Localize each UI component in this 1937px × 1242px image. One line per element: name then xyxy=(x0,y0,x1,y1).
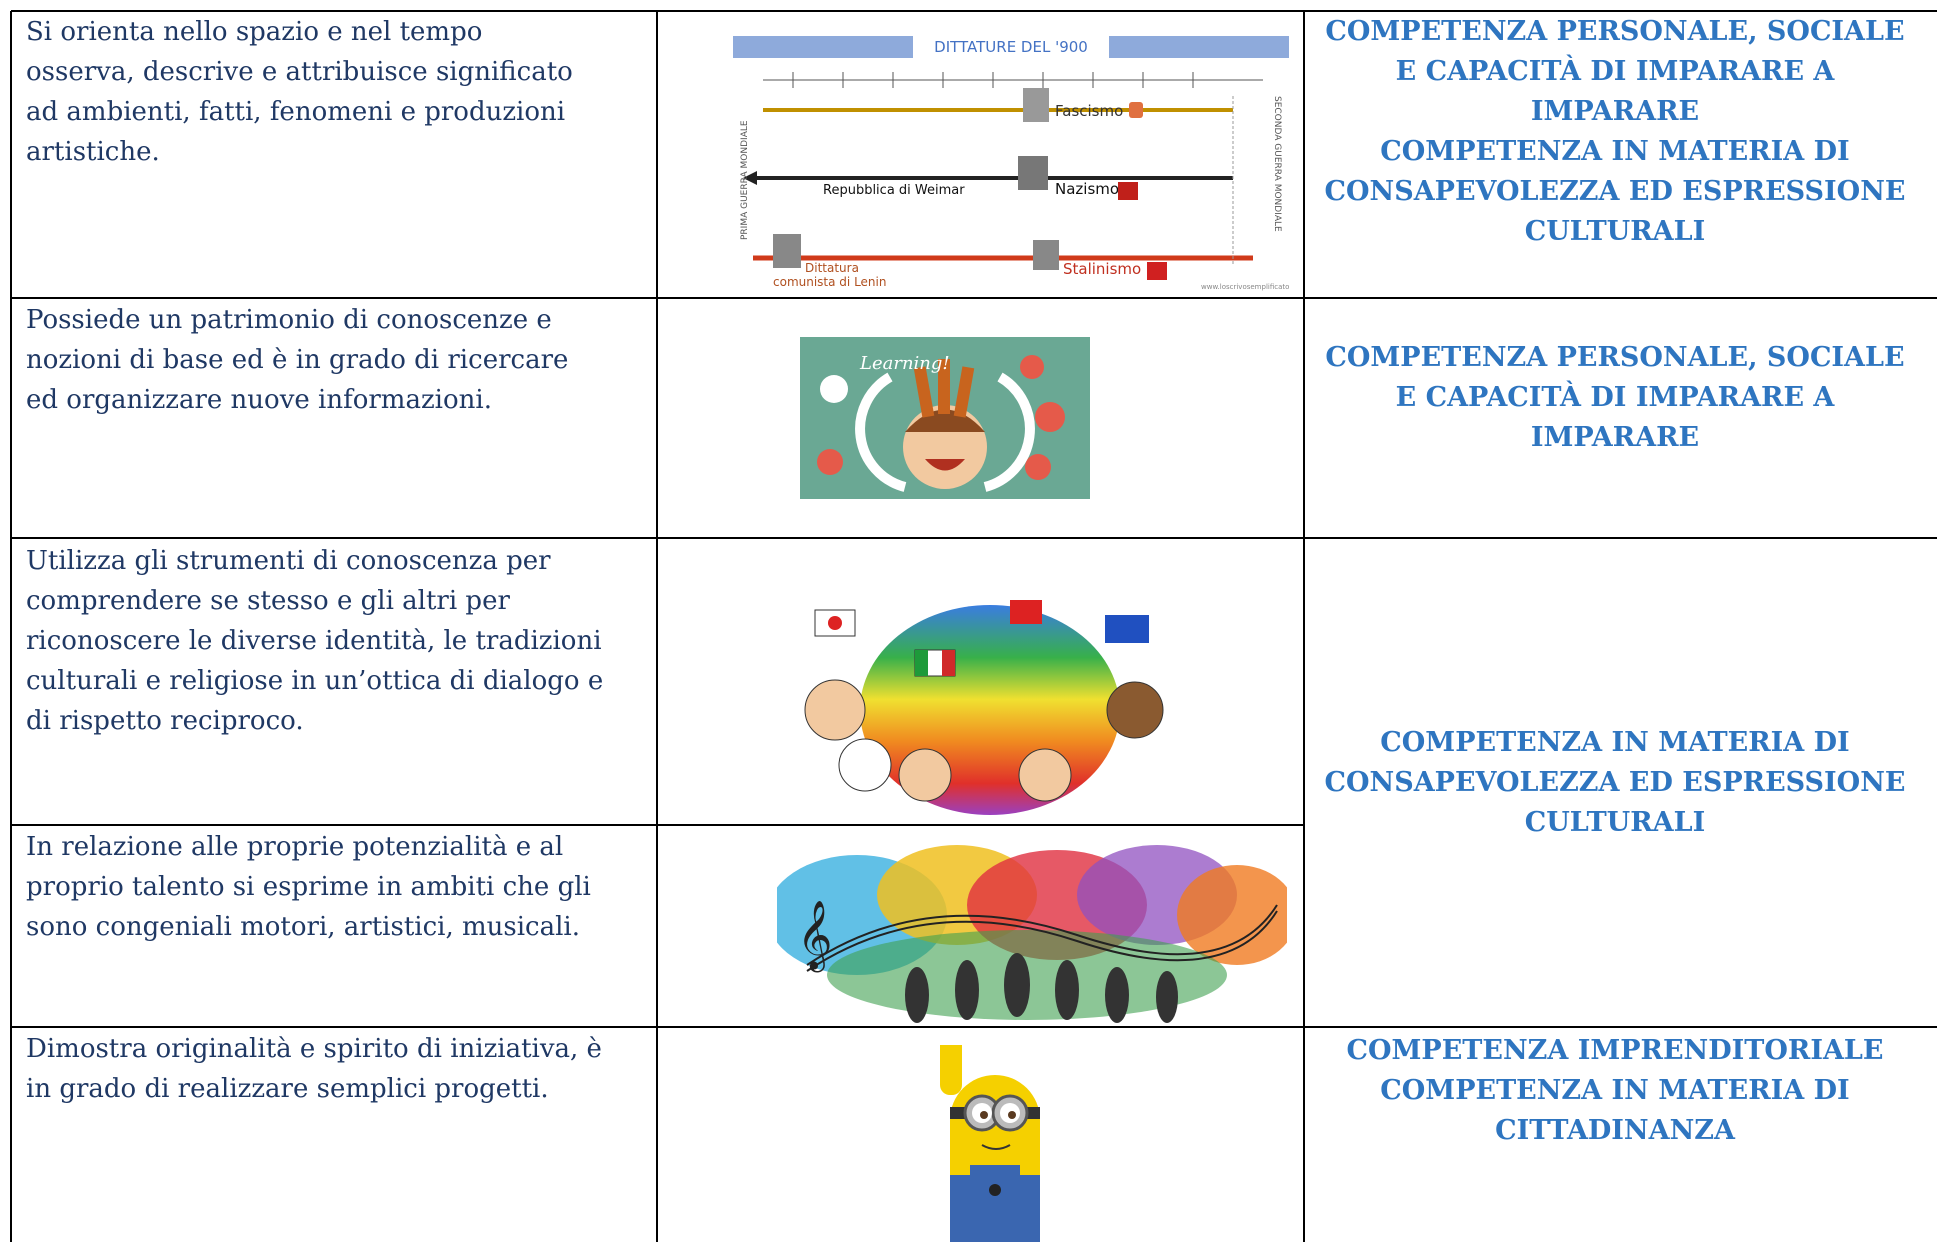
competence-line: CULTURALI xyxy=(1524,807,1706,838)
row-2-competences: COMPETENZA PERSONALE, SOCIALE E CAPACITÀ… xyxy=(1305,338,1925,458)
dictatorships-timeline-image: DITTATURE DEL '900 Fascismo Repubblica d… xyxy=(733,36,1289,292)
row-2-line: nozioni di base ed è in grado di ricerca… xyxy=(26,345,569,375)
timeline-graphic: DITTATURE DEL '900 Fascismo Repubblica d… xyxy=(733,36,1289,291)
competence-line: IMPARARE xyxy=(1530,422,1700,453)
sports-music-illustration: 𝄞 xyxy=(777,845,1287,1025)
minion-illustration xyxy=(940,1045,1040,1242)
lenin-label-2: comunista di Lenin xyxy=(773,275,886,289)
competence-line: E CAPACITÀ DI IMPARARE A xyxy=(1395,382,1835,413)
competence-line: CONSAPEVOLEZZA ED ESPRESSIONE xyxy=(1324,176,1906,207)
row-2-line: ed organizzare nuove informazioni. xyxy=(26,385,492,415)
competence-line: CULTURALI xyxy=(1524,216,1706,247)
row-4-line: sono congeniali motori, artistici, music… xyxy=(26,912,581,942)
minion-image xyxy=(920,1045,1060,1242)
row-1-competences: COMPETENZA PERSONALE, SOCIALE E CAPACITÀ… xyxy=(1305,12,1925,252)
competence-line: COMPETENZA PERSONALE, SOCIALE xyxy=(1325,342,1905,373)
learning-illustration: Learning! xyxy=(817,353,1065,492)
row-2-description: Possiede un patrimonio di conoscenze e n… xyxy=(26,300,568,420)
row-1-line: osserva, descrive e attribuisce signific… xyxy=(26,57,573,87)
row-4-line: proprio talento si esprime in ambiti che… xyxy=(26,872,591,902)
row-3-line: riconoscere le diverse identità, le trad… xyxy=(26,626,602,656)
competence-line: COMPETENZA IMPRENDITORIALE xyxy=(1346,1035,1884,1066)
children-globe-image xyxy=(795,590,1185,820)
row-5-line: in grado di realizzare semplici progetti… xyxy=(26,1074,549,1104)
row-3-line: culturali e religiose in un’ottica di di… xyxy=(26,666,604,696)
svg-text:𝄞: 𝄞 xyxy=(797,900,832,972)
source-label: www.loscrivosemplificato.com xyxy=(1201,283,1289,291)
competence-line: IMPARARE xyxy=(1530,96,1700,127)
row-1-description: Si orienta nello spazio e nel tempo osse… xyxy=(26,12,573,172)
stalinismo-label: Stalinismo xyxy=(1063,260,1141,278)
competence-line: COMPETENZA IN MATERIA DI xyxy=(1380,1075,1850,1106)
row-5-description: Dimostra originalità e spirito di inizia… xyxy=(26,1029,602,1109)
learning-text: Learning! xyxy=(859,353,950,374)
learning-image: Learning! xyxy=(800,337,1090,499)
competence-line: COMPETENZA IN MATERIA DI xyxy=(1380,727,1850,758)
row-3-line: Utilizza gli strumenti di conoscenza per xyxy=(26,546,551,576)
row-5-competences: COMPETENZA IMPRENDITORIALE COMPETENZA IN… xyxy=(1305,1031,1925,1151)
competence-line: COMPETENZA PERSONALE, SOCIALE xyxy=(1325,16,1905,47)
row-3-description: Utilizza gli strumenti di conoscenza per… xyxy=(26,541,603,741)
row-4-line: In relazione alle proprie potenzialità e… xyxy=(26,832,564,862)
row-1-line: Si orienta nello spazio e nel tempo xyxy=(26,17,483,47)
row-3-line: di rispetto reciproco. xyxy=(26,706,304,736)
lenin-label-1: Dittatura xyxy=(805,261,859,275)
nazismo-label: Nazismo xyxy=(1055,180,1119,198)
timeline-title: DITTATURE DEL '900 xyxy=(934,38,1088,56)
row-3-line: comprendere se stesso e gli altri per xyxy=(26,586,510,616)
row-3-competences: COMPETENZA IN MATERIA DI CONSAPEVOLEZZA … xyxy=(1305,723,1925,843)
fascismo-label: Fascismo xyxy=(1055,102,1123,120)
row-4-description: In relazione alle proprie potenzialità e… xyxy=(26,827,591,947)
weimar-label: Repubblica di Weimar xyxy=(823,183,965,198)
ww2-label: SECONDA GUERRA MONDIALE xyxy=(1272,96,1282,232)
ww1-label: PRIMA GUERRA MONDIALE xyxy=(740,120,750,240)
competence-line: CONSAPEVOLEZZA ED ESPRESSIONE xyxy=(1324,767,1906,798)
row-1-line: ad ambienti, fatti, fenomeni e produzion… xyxy=(26,97,566,127)
sports-music-image: 𝄞 xyxy=(777,845,1287,1025)
row-1-line: artistiche. xyxy=(26,137,160,167)
competence-line: E CAPACITÀ DI IMPARARE A xyxy=(1395,56,1835,87)
competence-line: CITTADINANZA xyxy=(1495,1115,1735,1146)
competence-line: COMPETENZA IN MATERIA DI xyxy=(1380,136,1850,167)
globe-illustration xyxy=(804,600,1164,815)
row-2-line: Possiede un patrimonio di conoscenze e xyxy=(26,305,552,335)
row-5-line: Dimostra originalità e spirito di inizia… xyxy=(26,1034,602,1064)
